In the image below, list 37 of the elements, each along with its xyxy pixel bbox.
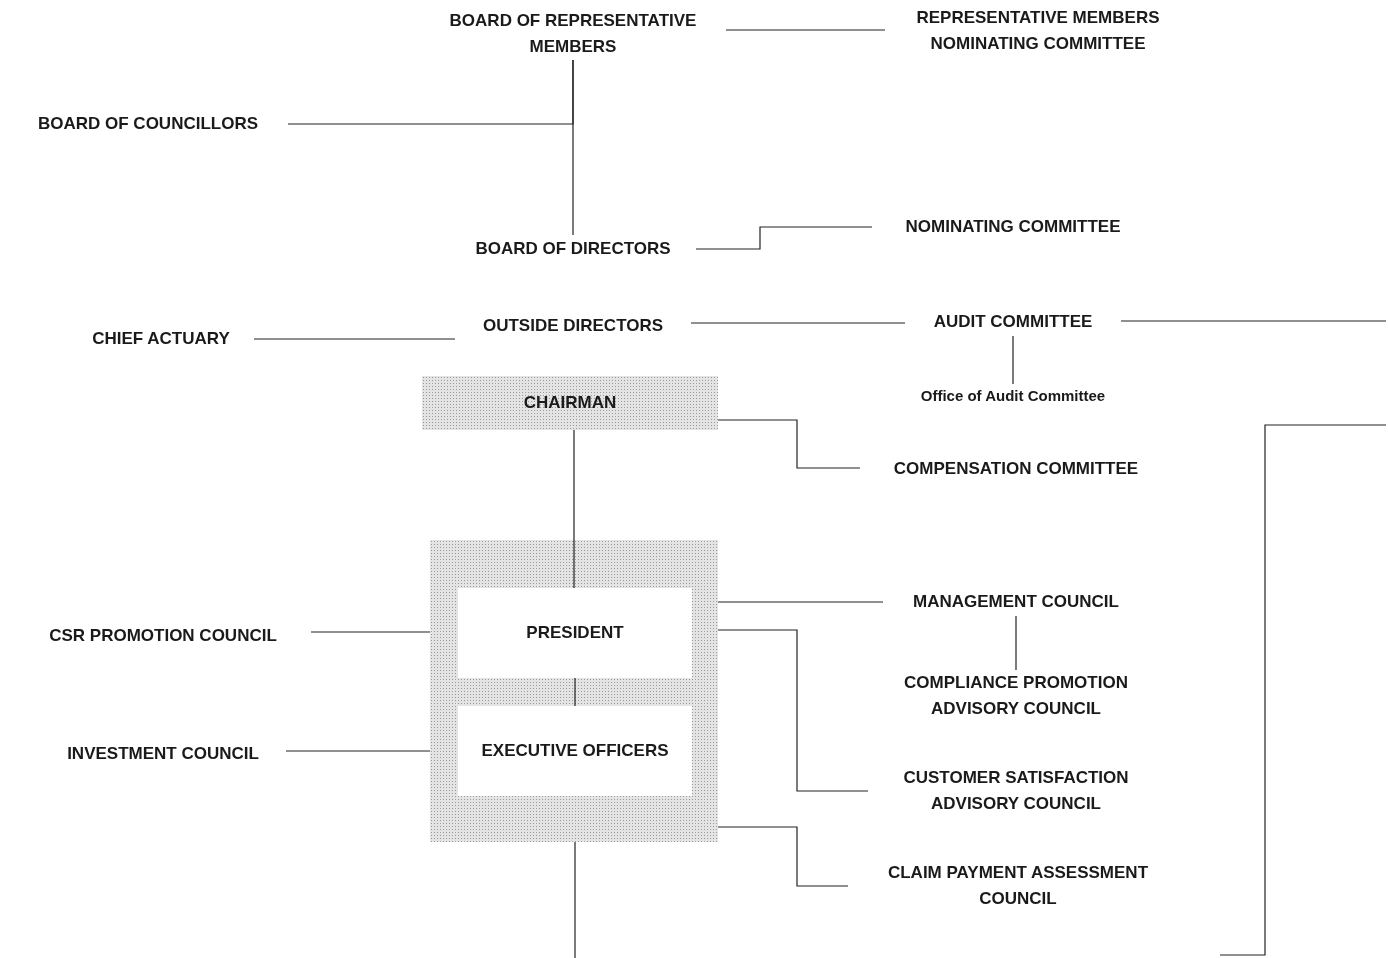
connector-line — [717, 629, 869, 792]
connector-line — [717, 601, 884, 603]
unit-name: REPRESENTATIVE MEMBERS NOMINATING COMMITTEE — [885, 5, 1191, 57]
connector-line — [690, 322, 906, 324]
role-box: EXECUTIVE OFFICERS — [458, 706, 692, 796]
connector-line — [572, 59, 574, 236]
connector-line — [717, 826, 849, 887]
role-box: PRESIDENT — [458, 588, 692, 678]
shaded-panel — [430, 540, 718, 842]
unit-name: MANAGEMENT COUNCIL — [883, 588, 1149, 616]
connector-line — [695, 226, 873, 250]
connector-line — [574, 841, 576, 958]
connector-line — [574, 677, 576, 707]
connector-line — [285, 750, 431, 752]
connector-line — [310, 631, 431, 633]
connector-line — [1015, 615, 1017, 671]
unit-name: COMPLIANCE PROMOTION ADVISORY COUNCIL — [868, 670, 1164, 722]
role-box: CHAIRMAN — [422, 376, 718, 430]
unit-name: CHIEF ACTUARY — [68, 325, 254, 353]
unit-name: AUDIT COMMITTEE — [905, 308, 1121, 336]
connector-line — [725, 29, 886, 31]
connector-line — [1120, 320, 1387, 322]
unit-name: Office of Audit Committee — [893, 384, 1133, 408]
connector-line — [253, 338, 456, 340]
unit-name: BOARD OF DIRECTORS — [450, 235, 696, 263]
unit-name: CSR PROMOTION COUNCIL — [15, 622, 311, 650]
unit-name: CLAIM PAYMENT ASSESSMENT COUNCIL — [848, 860, 1188, 912]
connector-line — [717, 419, 861, 469]
unit-name: OUTSIDE DIRECTORS — [455, 312, 691, 340]
connector-line — [1012, 335, 1014, 385]
connector-line — [573, 429, 575, 589]
unit-name: CUSTOMER SATISFACTION ADVISORY COUNCIL — [868, 765, 1164, 817]
unit-name: COMPENSATION COMMITTEE — [860, 455, 1172, 483]
unit-name: NOMINATING COMMITTEE — [872, 213, 1154, 241]
unit-name: BOARD OF COUNCILLORS — [8, 110, 288, 138]
unit-name: INVESTMENT COUNCIL — [40, 740, 286, 768]
unit-name: BOARD OF REPRESENTATIVE MEMBERS — [420, 8, 726, 60]
